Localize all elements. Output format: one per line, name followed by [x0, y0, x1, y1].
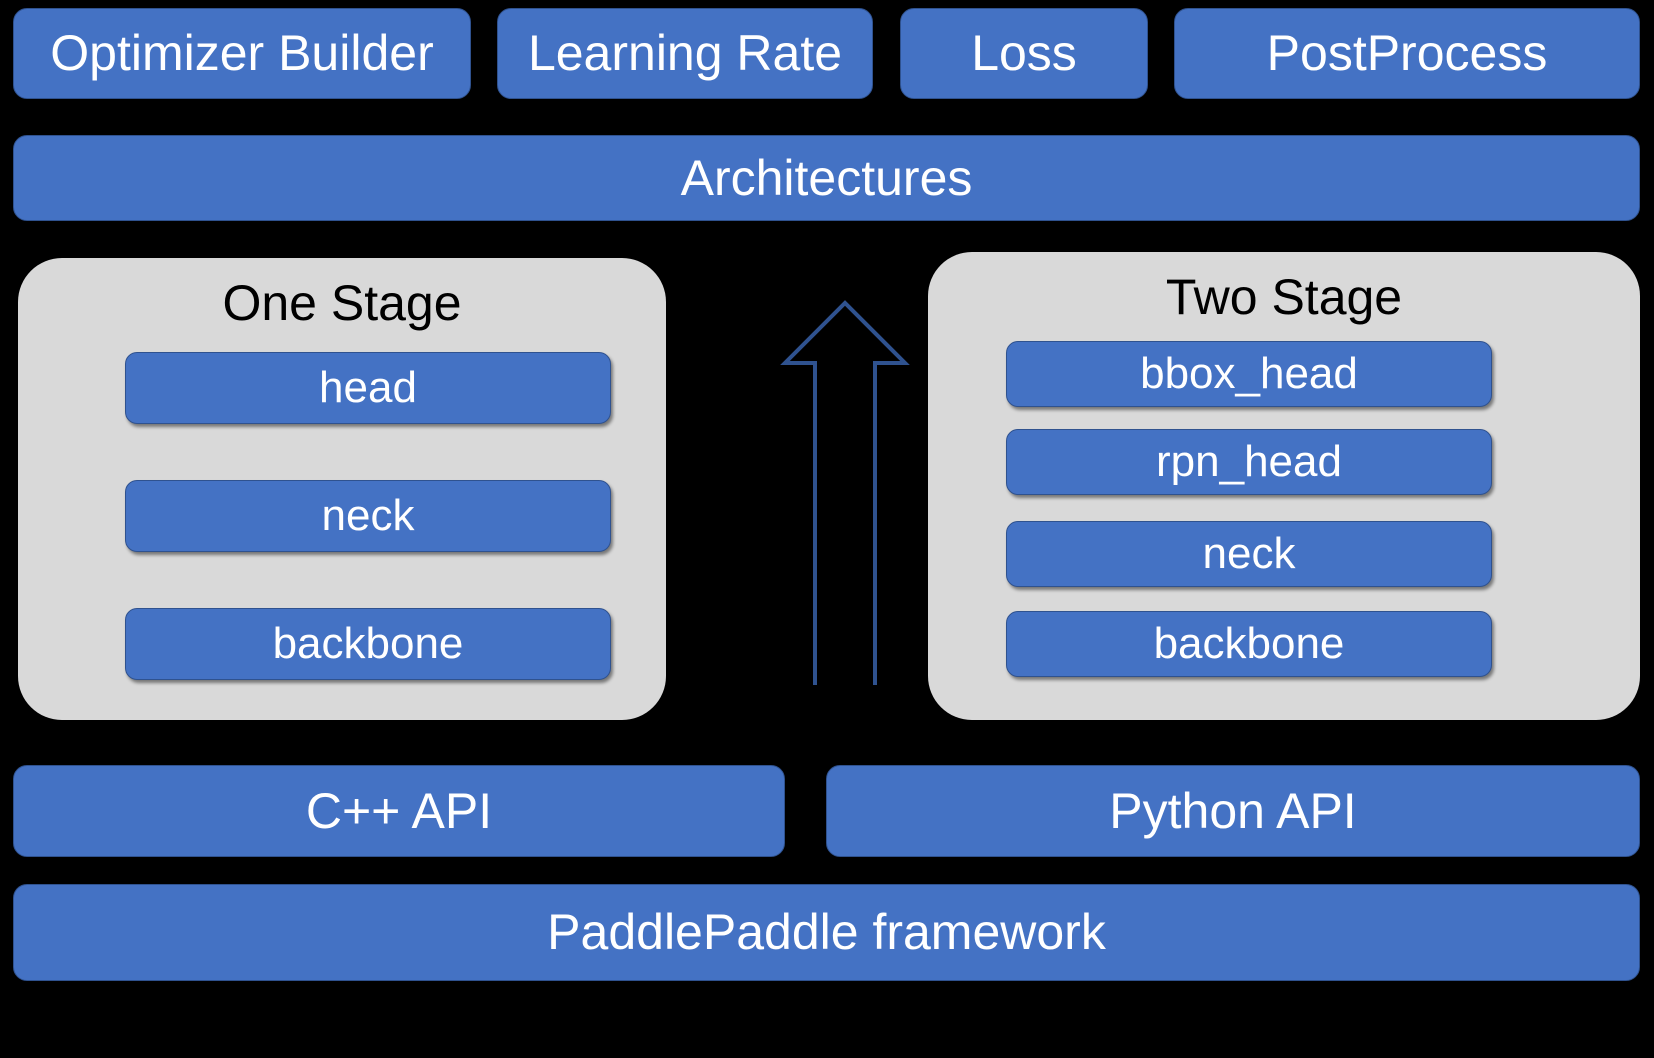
block-paddlepaddle-framework[interactable]: PaddlePaddle framework	[13, 884, 1640, 981]
panel-two-stage-title: Two Stage	[1165, 269, 1403, 325]
up-arrow-icon	[780, 300, 910, 685]
block-two-stage-neck[interactable]: neck	[1006, 521, 1492, 587]
block-label: neck	[321, 490, 415, 540]
block-label: backbone	[272, 618, 464, 668]
block-label: Python API	[1109, 782, 1357, 839]
block-cpp-api[interactable]: C++ API	[13, 765, 785, 857]
block-label: bbox_head	[1140, 348, 1358, 398]
block-one-stage-head[interactable]: head	[125, 352, 611, 424]
block-label: neck	[1202, 528, 1296, 578]
block-label: Optimizer Builder	[50, 25, 434, 82]
panel-one-stage-title: One Stage	[222, 275, 462, 331]
block-label: Architectures	[680, 149, 973, 206]
block-python-api[interactable]: Python API	[826, 765, 1640, 857]
block-two-stage-rpn-head[interactable]: rpn_head	[1006, 429, 1492, 495]
block-learning-rate[interactable]: Learning Rate	[497, 8, 873, 99]
block-label: rpn_head	[1156, 436, 1342, 486]
block-one-stage-backbone[interactable]: backbone	[125, 608, 611, 680]
block-label: PaddlePaddle framework	[547, 904, 1106, 961]
block-label: Loss	[971, 25, 1077, 82]
block-label: PostProcess	[1266, 25, 1548, 82]
block-optimizer-builder[interactable]: Optimizer Builder	[13, 8, 471, 99]
block-label: head	[319, 362, 417, 412]
block-label: C++ API	[305, 782, 493, 839]
block-architectures[interactable]: Architectures	[13, 135, 1640, 221]
block-one-stage-neck[interactable]: neck	[125, 480, 611, 552]
block-postprocess[interactable]: PostProcess	[1174, 8, 1640, 99]
block-two-stage-bbox-head[interactable]: bbox_head	[1006, 341, 1492, 407]
block-two-stage-backbone[interactable]: backbone	[1006, 611, 1492, 677]
block-label: Learning Rate	[527, 25, 843, 82]
block-label: backbone	[1153, 618, 1345, 668]
block-loss[interactable]: Loss	[900, 8, 1148, 99]
